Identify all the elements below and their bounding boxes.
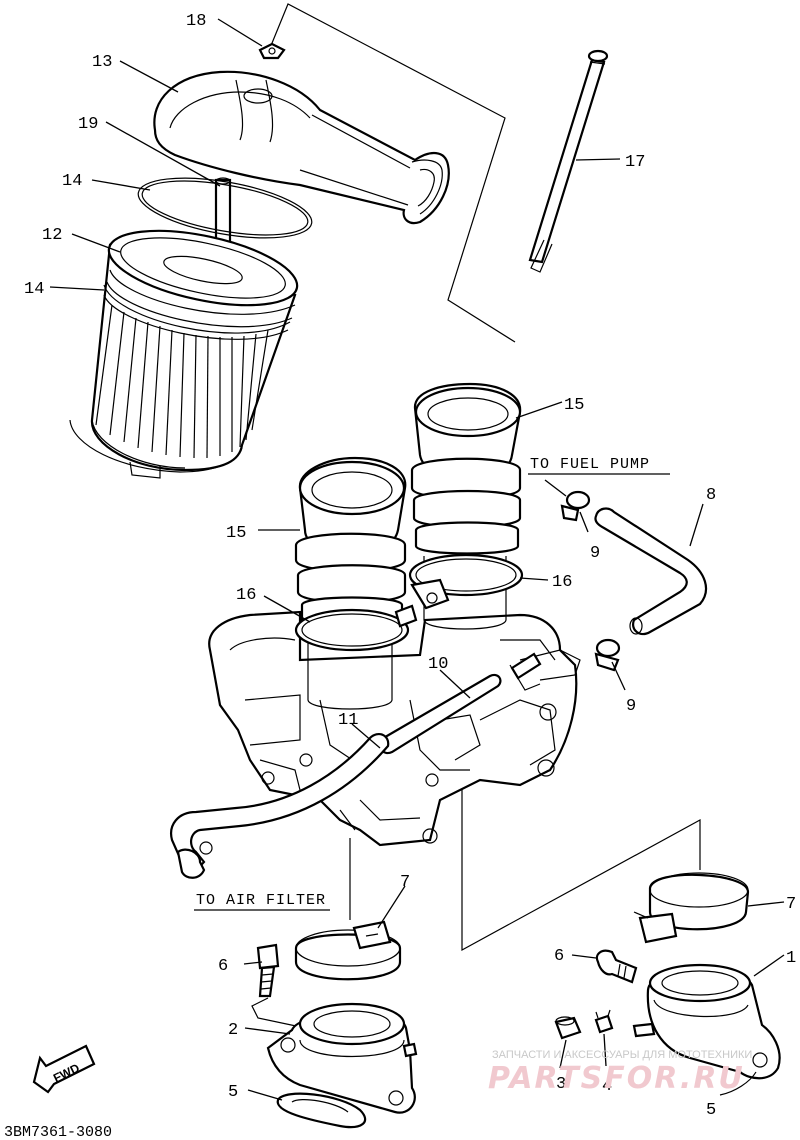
direction-labels: TO FUEL PUMP TO AIR FILTER (194, 456, 670, 911)
part-2-intake-manifold (266, 1002, 418, 1114)
part-16-clamp-left (294, 604, 418, 652)
watermark: ЗАПЧАСТИ И АКСЕССУАРЫ ДЛЯ МОТОТЕХНИКИ PA… (488, 1049, 752, 1096)
diagram-code: 3BM7361-3080 (4, 1124, 112, 1140)
callout-9-upper: 9 (590, 544, 600, 563)
part-7-clamp-left (294, 920, 402, 981)
callout-18: 18 (186, 12, 206, 31)
to-fuel-pump-label: TO FUEL PUMP (530, 456, 650, 473)
part-13-air-filter-cover (153, 70, 450, 225)
part-4-clip (594, 1009, 614, 1034)
callout-14-top: 14 (62, 172, 82, 191)
callout-8: 8 (706, 486, 716, 505)
part-5-gasket-right (719, 1071, 757, 1096)
callout-15-right: 15 (564, 396, 584, 415)
part-7-clamp-right (633, 872, 750, 944)
callout-numbers: 18 13 19 14 12 14 17 15 15 16 16 9 8 9 1… (24, 12, 796, 1120)
callout-15-left: 15 (226, 524, 246, 543)
part-15-intake-funnel-right (410, 382, 522, 630)
callout-14-lower: 14 (24, 280, 44, 299)
part-14-o-ring-top (137, 177, 313, 239)
callout-3: 3 (556, 1075, 566, 1094)
part-6-screw-right (595, 949, 638, 984)
fwd-arrow-icon: FWD (32, 1044, 96, 1094)
callout-9-lower: 9 (626, 697, 636, 716)
part-14-o-ring-lower (103, 284, 291, 334)
callout-2: 2 (228, 1021, 238, 1040)
callout-11: 11 (338, 711, 358, 730)
callout-19: 19 (78, 115, 98, 134)
callout-12: 12 (42, 226, 62, 245)
to-air-filter-label: TO AIR FILTER (196, 892, 326, 909)
callout-13: 13 (92, 53, 112, 72)
part-16-clamp-right (408, 553, 524, 610)
callout-4: 4 (602, 1077, 612, 1096)
callout-5-right: 5 (706, 1101, 716, 1120)
callout-16-left: 16 (236, 586, 256, 605)
part-8-fuel-hose (594, 507, 708, 636)
watermark-tagline: ЗАПЧАСТИ И АКСЕССУАРЫ ДЛЯ МОТОТЕХНИКИ (492, 1049, 752, 1061)
callout-1: 1 (786, 949, 796, 968)
callout-17: 17 (625, 153, 645, 172)
filter-pleats (95, 304, 269, 459)
callout-6-left: 6 (218, 957, 228, 976)
callout-7-right: 7 (786, 895, 796, 914)
callout-7-left: 7 (400, 873, 410, 892)
assembly-brackets (269, 3, 701, 952)
carburetor-body (208, 610, 581, 847)
part-18-nut (258, 42, 286, 60)
watermark-logo: PARTSFOR.RU (488, 1061, 745, 1096)
part-9-clip-upper (560, 490, 591, 522)
part-11-hose-to-air-filter (170, 733, 390, 879)
part-12-filter-element (69, 229, 299, 479)
part-5-gasket-left (276, 1092, 367, 1129)
leader-lines (49, 18, 785, 1101)
callout-16-right: 16 (552, 573, 572, 592)
callout-5-left: 5 (228, 1083, 238, 1102)
part-1-intake-manifold (632, 963, 781, 1080)
part-9-clip-lower (594, 638, 621, 672)
part-17-long-bolt (528, 49, 609, 273)
callout-10: 10 (428, 655, 448, 674)
callout-6-right: 6 (554, 947, 564, 966)
part-3-cap (554, 1016, 582, 1040)
part-6-screw-left (251, 943, 297, 1027)
